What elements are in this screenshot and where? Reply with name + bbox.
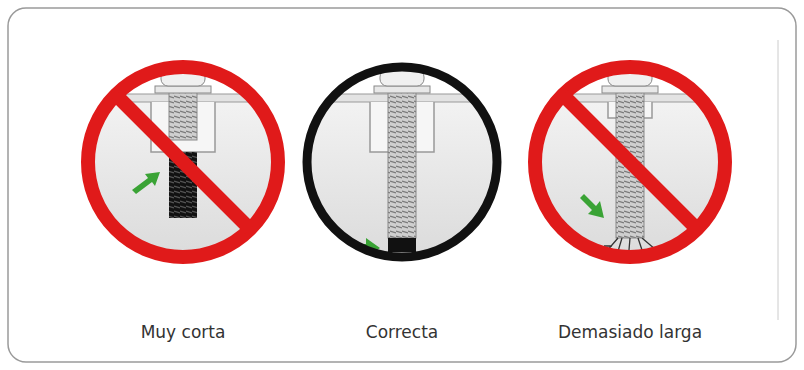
- caption-label: Demasiado larga: [558, 322, 702, 342]
- correct-ring: [307, 67, 497, 257]
- prohibition-slash: [563, 95, 697, 229]
- prohibition-slash: [116, 95, 250, 229]
- correct-screw: [300, 60, 510, 272]
- prohibition-sign: [88, 67, 278, 257]
- edge-line: [778, 40, 779, 320]
- long-screw: [520, 60, 740, 272]
- short-screw: [80, 60, 290, 272]
- prohibition-sign: [535, 67, 725, 257]
- caption-label: Correcta: [366, 322, 438, 342]
- caption-label: Muy corta: [141, 322, 226, 342]
- panel-frame: [8, 8, 796, 362]
